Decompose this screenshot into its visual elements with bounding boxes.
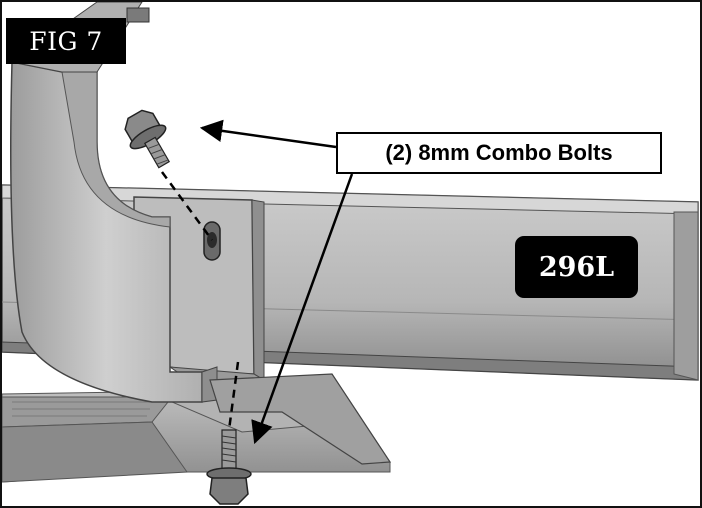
slot-hole — [203, 221, 221, 261]
alignment-line — [227, 361, 240, 431]
part-number-badge: 296L — [515, 236, 638, 298]
arrow-icon — [251, 173, 354, 445]
lower-gusset — [209, 373, 392, 465]
arrow-icon — [199, 119, 337, 149]
figure-label: FIG 7 — [6, 18, 126, 64]
bolt-icon — [206, 429, 252, 505]
bolt-icon — [124, 109, 171, 169]
callout-label: (2) 8mm Combo Bolts — [336, 132, 662, 174]
alignment-line — [160, 171, 214, 241]
